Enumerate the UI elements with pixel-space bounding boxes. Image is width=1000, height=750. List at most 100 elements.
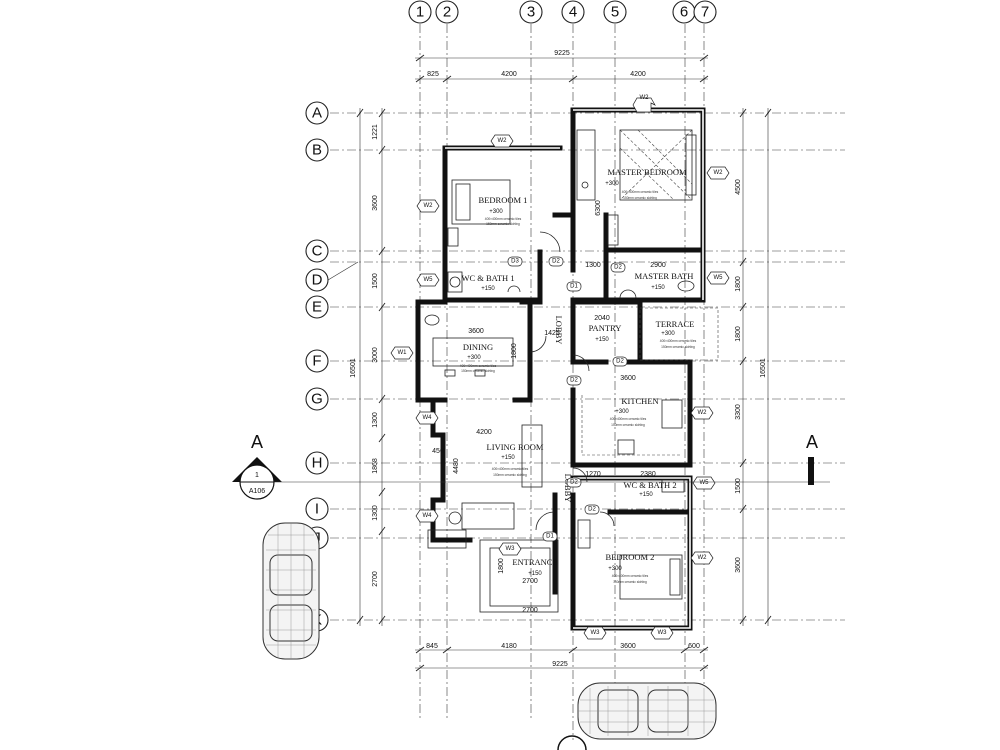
inner-dimensions: 3600 1800 4200 4480 450 1425 3600 6300 1… [432, 200, 666, 614]
grid-bubble-row-B: B [305, 138, 329, 162]
dim-left-seg: 3600 [372, 195, 379, 211]
bottom-dimensions: 845 4180 3600 600 9225 [415, 643, 709, 672]
dim-right-seg: 1800 [735, 276, 742, 292]
grid-row-label: F [312, 353, 321, 370]
dim-bottom-seg: 845 [426, 643, 438, 650]
dim-entrance-depth: 1800 [498, 558, 505, 574]
grid-row-label: D [312, 272, 323, 289]
dim-bottom-seg: 4180 [501, 643, 517, 650]
room-master-bath: MASTER BATH +150 [635, 271, 694, 291]
svg-text:W2: W2 [698, 555, 708, 561]
section-marker-left: A 1 A106 [232, 432, 830, 500]
room-name: ENTRANCE [512, 557, 557, 567]
section-label: A [806, 432, 818, 452]
dim-left-seg: 1300 [372, 412, 379, 428]
door-tag: D2 [548, 256, 564, 267]
svg-text:D2: D2 [616, 359, 624, 365]
grid-col-label: 2 [443, 4, 451, 21]
window-tag: W1 [390, 346, 414, 360]
door-tags: D2 D3 D2 D1 D2 D2 D2 D2 D1 [507, 256, 628, 542]
room-note: 400×400mm ceramic tiles [485, 217, 522, 221]
svg-text:D2: D2 [570, 378, 578, 384]
grid-row-label: E [312, 299, 322, 316]
svg-text:W5: W5 [700, 480, 710, 486]
room-note: 400×400mm ceramic tiles [660, 339, 697, 343]
dim-dining-width: 3600 [468, 328, 484, 335]
door-tag: D2 [566, 477, 582, 488]
grid-row-label: I [315, 501, 319, 518]
grid-bubble-col-5: 5 [603, 0, 627, 24]
svg-text:W2: W2 [640, 95, 650, 101]
dim-right-seg: 1800 [735, 326, 742, 342]
svg-text:W3: W3 [591, 630, 601, 636]
grid-bubble-row-E: E [305, 295, 329, 319]
room-note: 150mm ceramic skirting [611, 423, 645, 427]
room-note: 150mm ceramic skirting [661, 345, 695, 349]
svg-text:D2: D2 [570, 480, 578, 486]
dim-left-seg: 2700 [372, 571, 379, 587]
grid-row-label: H [312, 455, 323, 472]
dim-master-bath-width: 2900 [650, 262, 666, 269]
svg-text:D2: D2 [588, 507, 596, 513]
furniture [424, 129, 719, 613]
room-level: +150 [595, 337, 609, 343]
dim-top-seg: 4200 [501, 71, 517, 78]
room-note: 400×400mm ceramic tiles [622, 190, 659, 194]
svg-text:W2: W2 [424, 203, 434, 209]
door-tag: D1 [566, 281, 582, 292]
room-labels: BEDROOM 1 +300 400×400mm ceramic tiles 1… [460, 167, 697, 584]
door-tag: D2 [610, 262, 626, 273]
grid-bubble-col-1: 1 [408, 0, 432, 24]
dim-left-seg: 1500 [372, 273, 379, 289]
top-dimensions: 9225 825 4200 4200 [415, 50, 709, 83]
window-tag: W4 [415, 411, 439, 425]
left-dimensions: 1221 3600 1500 3000 1300 1868 1300 2700 … [350, 108, 386, 626]
section-label: A [251, 432, 263, 452]
room-name: LOBBY [554, 316, 564, 345]
grid-col-label: 5 [611, 4, 619, 21]
dim-bottom-total: 9225 [552, 661, 568, 668]
grid-bubble-row-G: G [305, 387, 329, 411]
room-note: 400×400mm ceramic tiles [460, 364, 497, 368]
grid-col-label: 1 [416, 4, 424, 21]
room-level: +300 [661, 331, 675, 337]
room-lobby-upper: LOBBY [554, 316, 564, 345]
grid-row-label: G [311, 391, 323, 408]
room-level: +150 [481, 286, 495, 292]
window-tag: W5 [692, 476, 716, 490]
room-note: 400×400mm ceramic tiles [492, 467, 529, 471]
svg-text:W5: W5 [714, 275, 724, 281]
window-tag: W3 [498, 542, 522, 556]
room-wc-bath-1: WC & BATH 1 +150 [461, 273, 514, 292]
window-tags: W2 W2 W2 W5 W5 W1 W4 W2 W5 W4 W3 W2 W3 W… [390, 95, 730, 640]
dim-bottom-seg: 3600 [620, 643, 636, 650]
window-tag: W2 [490, 134, 514, 148]
dim-wc2-width: 2380 [640, 471, 656, 478]
svg-text:D3: D3 [511, 259, 519, 265]
window-tag: W2 [632, 95, 656, 113]
door-tag: D1 [542, 531, 558, 542]
window-tag: W2 [416, 199, 440, 213]
dim-left-total: 16501 [350, 358, 357, 378]
grid-col-label: 3 [527, 4, 535, 21]
grid-row-label: B [312, 142, 322, 159]
room-level: +150 [651, 285, 665, 291]
car-icon [577, 682, 717, 740]
room-name: LOBBY [563, 474, 573, 503]
grid-bubble-row-C: C [305, 239, 329, 263]
door-tag: D2 [566, 375, 582, 386]
grid-bubble-col-7: 7 [693, 0, 717, 24]
section-sheet-number: 1 [255, 472, 259, 479]
room-level: +300 [489, 209, 503, 215]
svg-text:D1: D1 [546, 534, 554, 540]
room-terrace: TERRACE +300 400×400mm ceramic tiles 150… [656, 319, 697, 349]
dim-entrance-width: 2700 [522, 578, 538, 585]
window-tag: W2 [714, 170, 724, 176]
dim-wc2-left: 1270 [585, 471, 601, 478]
svg-text:D2: D2 [552, 259, 560, 265]
window-tag: W4 [415, 509, 439, 523]
grid-bubble-row-D: D [305, 261, 359, 292]
dim-left-seg: 1868 [372, 458, 379, 474]
window-tag: W3 [583, 626, 607, 640]
svg-text:D2: D2 [614, 265, 622, 271]
